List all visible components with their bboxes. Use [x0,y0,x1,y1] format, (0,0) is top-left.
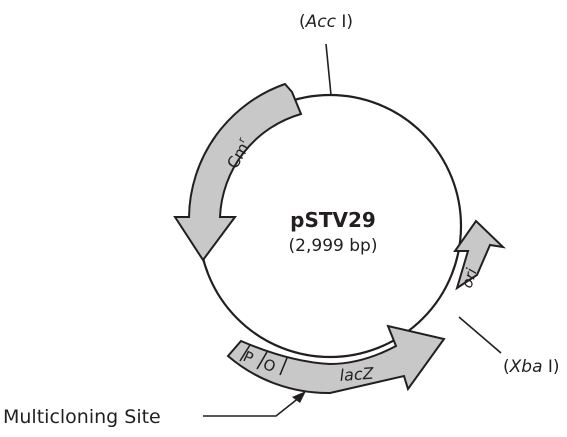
cm-resistance-arrow [173,82,303,262]
lacz-arrow [226,324,446,395]
mcs-pointer-arrowhead [292,391,306,403]
plasmid-name: pSTV29 [290,208,376,232]
ori-label: ori [458,265,481,290]
acc-site-label: (Acc I) [299,12,353,32]
multicloning-site-label: Multicloning Site [3,406,161,428]
promoter-divider [239,344,251,362]
plasmid-size: (2,999 bp) [289,236,378,256]
xba-site-label: (Xba I) [503,357,560,377]
lacz-label: lacZ [339,364,375,385]
mcs-pointer-line [203,396,301,417]
xba-site-marker [458,316,502,354]
acc-site-marker [325,43,332,96]
operator-divider [256,351,268,370]
operator-lacz-divider [279,357,288,376]
ori-arrow [453,219,506,291]
